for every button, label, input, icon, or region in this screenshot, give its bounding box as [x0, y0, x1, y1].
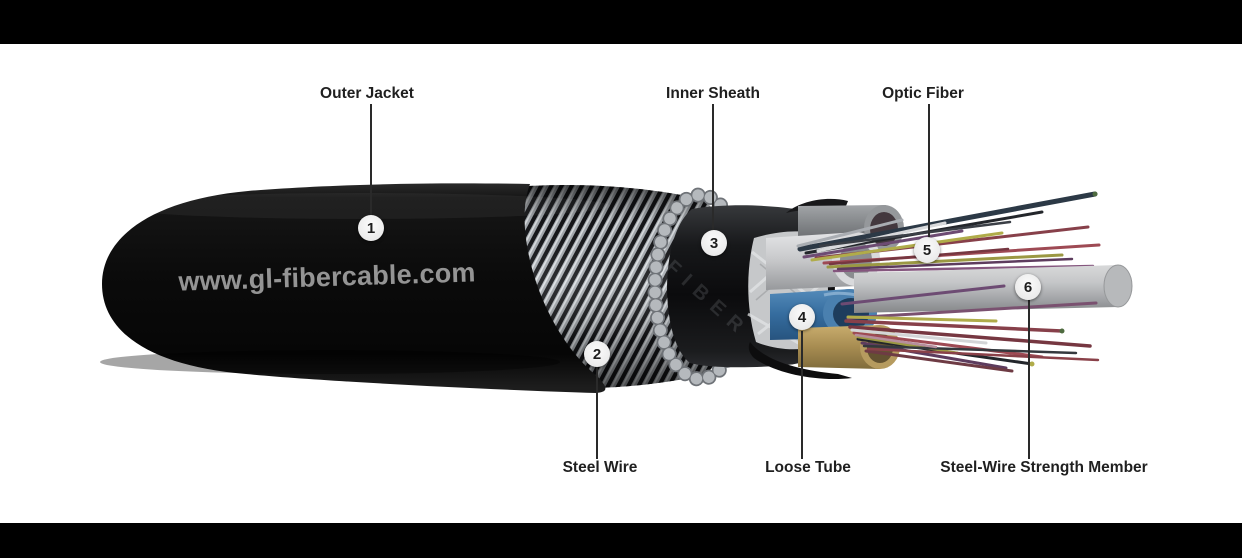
optic-fibers-upper	[796, 191, 1101, 273]
leader-line-6	[1028, 300, 1030, 459]
callout-circle-1: 1	[358, 215, 384, 241]
outer-jacket-shape	[100, 183, 610, 393]
strength-member-rod	[854, 264, 1133, 313]
optic-fibers-lower	[840, 191, 1100, 373]
label-optic-fiber: Optic Fiber	[882, 85, 964, 102]
label-steel-wire: Steel Wire	[562, 459, 638, 476]
callout-circle-3: 3	[701, 230, 727, 256]
callout-circle-5: 5	[914, 237, 940, 263]
leader-line-3	[712, 104, 714, 231]
callout-circle-2: 2	[584, 341, 610, 367]
leader-line-5	[928, 104, 930, 238]
callout-number-6: 6	[1023, 278, 1033, 296]
label-outer-jacket: Outer Jacket	[320, 85, 414, 102]
letterbox-top-bar	[0, 0, 1242, 44]
callout-circle-6: 6	[1015, 274, 1041, 300]
callout-number-3: 3	[709, 234, 719, 252]
label-inner-sheath: Inner Sheath	[666, 85, 760, 102]
sheath-bottom-lip	[748, 342, 852, 380]
callout-number-4: 4	[797, 308, 807, 326]
callout-number-2: 2	[592, 345, 602, 363]
callout-circle-4: 4	[789, 304, 815, 330]
leader-line-4	[801, 331, 803, 459]
callout-number-1: 1	[366, 219, 376, 237]
label-loose-tube: Loose Tube	[765, 459, 851, 476]
letterbox-bottom-bar	[0, 523, 1242, 558]
callout-number-5: 5	[922, 241, 932, 259]
label-strength-member: Steel-Wire Strength Member	[940, 459, 1148, 476]
leader-line-1	[370, 104, 372, 216]
leader-line-2	[596, 367, 598, 459]
